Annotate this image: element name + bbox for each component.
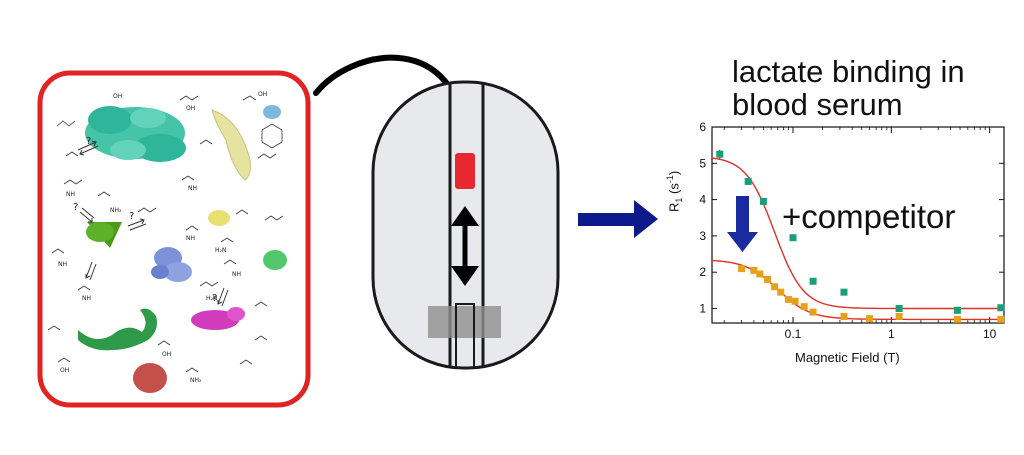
data-point	[997, 315, 1005, 323]
data-point	[750, 266, 758, 274]
x-tick-label: 0.1	[785, 327, 802, 341]
svg-text:OH: OH	[258, 91, 267, 98]
svg-text:OH: OH	[162, 351, 171, 358]
headline-line-2: blood serum	[732, 87, 903, 122]
y-tick-label: 3	[699, 229, 706, 243]
data-point	[895, 312, 903, 320]
detection-coil	[428, 306, 501, 338]
svg-text:NH: NH	[58, 261, 67, 268]
question-mark: ?	[73, 202, 78, 213]
data-point	[997, 304, 1005, 312]
coil-slot	[455, 303, 475, 369]
data-point	[895, 304, 903, 312]
data-point	[789, 234, 797, 242]
data-point	[809, 277, 817, 285]
protein-periwinkle	[151, 247, 192, 282]
y-axis-unit-close: )	[666, 170, 682, 176]
svg-text:NH: NH	[186, 235, 195, 242]
y-tick-label: 6	[699, 120, 706, 134]
data-point	[791, 297, 799, 305]
data-point	[840, 312, 848, 320]
svg-text:NH: NH	[82, 295, 91, 302]
data-point	[953, 306, 961, 314]
x-tick-label: 10	[983, 327, 997, 341]
y-axis-subscript: 1	[673, 197, 684, 203]
svg-text:H₂N: H₂N	[215, 247, 226, 254]
data-point	[716, 150, 724, 158]
question-marks: ? ? ? ?	[73, 136, 217, 304]
protein-blue-small	[263, 105, 281, 119]
relaxation-chart: 1 2 3 4 5 6 0.1 1 10	[699, 120, 1005, 341]
y-axis-unit: (s	[666, 183, 682, 198]
y-tick-label: 2	[699, 265, 706, 279]
data-point	[756, 270, 764, 278]
y-axis-unit-exponent: -1	[665, 175, 675, 184]
protein-green-triangle	[86, 222, 122, 248]
small-molecules	[47, 95, 284, 373]
protein-yellow-rod	[211, 109, 251, 181]
svg-text:H₂N: H₂N	[206, 295, 217, 302]
svg-text:NH₂: NH₂	[110, 207, 122, 214]
protein-green-ribbon	[78, 308, 157, 351]
protein-green-small	[263, 250, 287, 270]
svg-text:NH: NH	[188, 185, 197, 192]
protein-yellow-small	[208, 210, 230, 226]
molecule-labels: OH OH OH NH NH NH₂ NH H₂N NH NH H₂N NH O…	[58, 91, 267, 384]
y-axis-title: R1 (s-1)	[665, 171, 684, 212]
svg-text:NH: NH	[66, 191, 75, 198]
sample-marker	[455, 153, 475, 189]
headline-line-1: lactate binding in	[732, 54, 965, 89]
data-point	[840, 288, 848, 296]
question-mark: ?	[86, 136, 91, 147]
double-arrow-icon	[451, 206, 479, 286]
protein-magenta	[191, 307, 245, 330]
data-point	[809, 308, 817, 316]
data-point	[866, 315, 874, 323]
data-point	[953, 315, 961, 323]
data-point	[763, 275, 771, 283]
plot-frame	[711, 126, 1005, 324]
data-point	[800, 303, 808, 311]
y-axis-symbol: R	[666, 202, 682, 212]
y-tick-label: 1	[699, 301, 706, 315]
data-point	[744, 177, 752, 185]
y-tick-label: 4	[699, 193, 706, 207]
data-point	[759, 197, 767, 205]
data-point	[771, 283, 779, 291]
svg-text:OH: OH	[186, 105, 195, 112]
svg-text:OH: OH	[60, 367, 69, 374]
y-tick-label: 5	[699, 156, 706, 170]
question-mark: ?	[129, 211, 134, 222]
chart-headline: lactate binding in blood serum	[732, 55, 965, 121]
data-point	[785, 295, 793, 303]
svg-text:NH₂: NH₂	[190, 377, 202, 384]
down-arrow-icon	[727, 196, 758, 252]
svg-text:OH: OH	[113, 93, 122, 100]
data-point	[738, 265, 746, 273]
data-point	[777, 288, 785, 296]
equilibrium-arrows	[77, 140, 229, 307]
protein-teal-cluster	[85, 106, 186, 162]
svg-text:NH: NH	[232, 271, 241, 278]
right-arrow-icon	[578, 200, 658, 238]
competitor-label: +competitor	[782, 198, 956, 235]
x-tick-label: 1	[888, 327, 895, 341]
protein-red-globule	[133, 363, 167, 393]
x-axis-title: Magnetic Field (T)	[795, 350, 900, 365]
question-mark: ?	[212, 293, 217, 304]
